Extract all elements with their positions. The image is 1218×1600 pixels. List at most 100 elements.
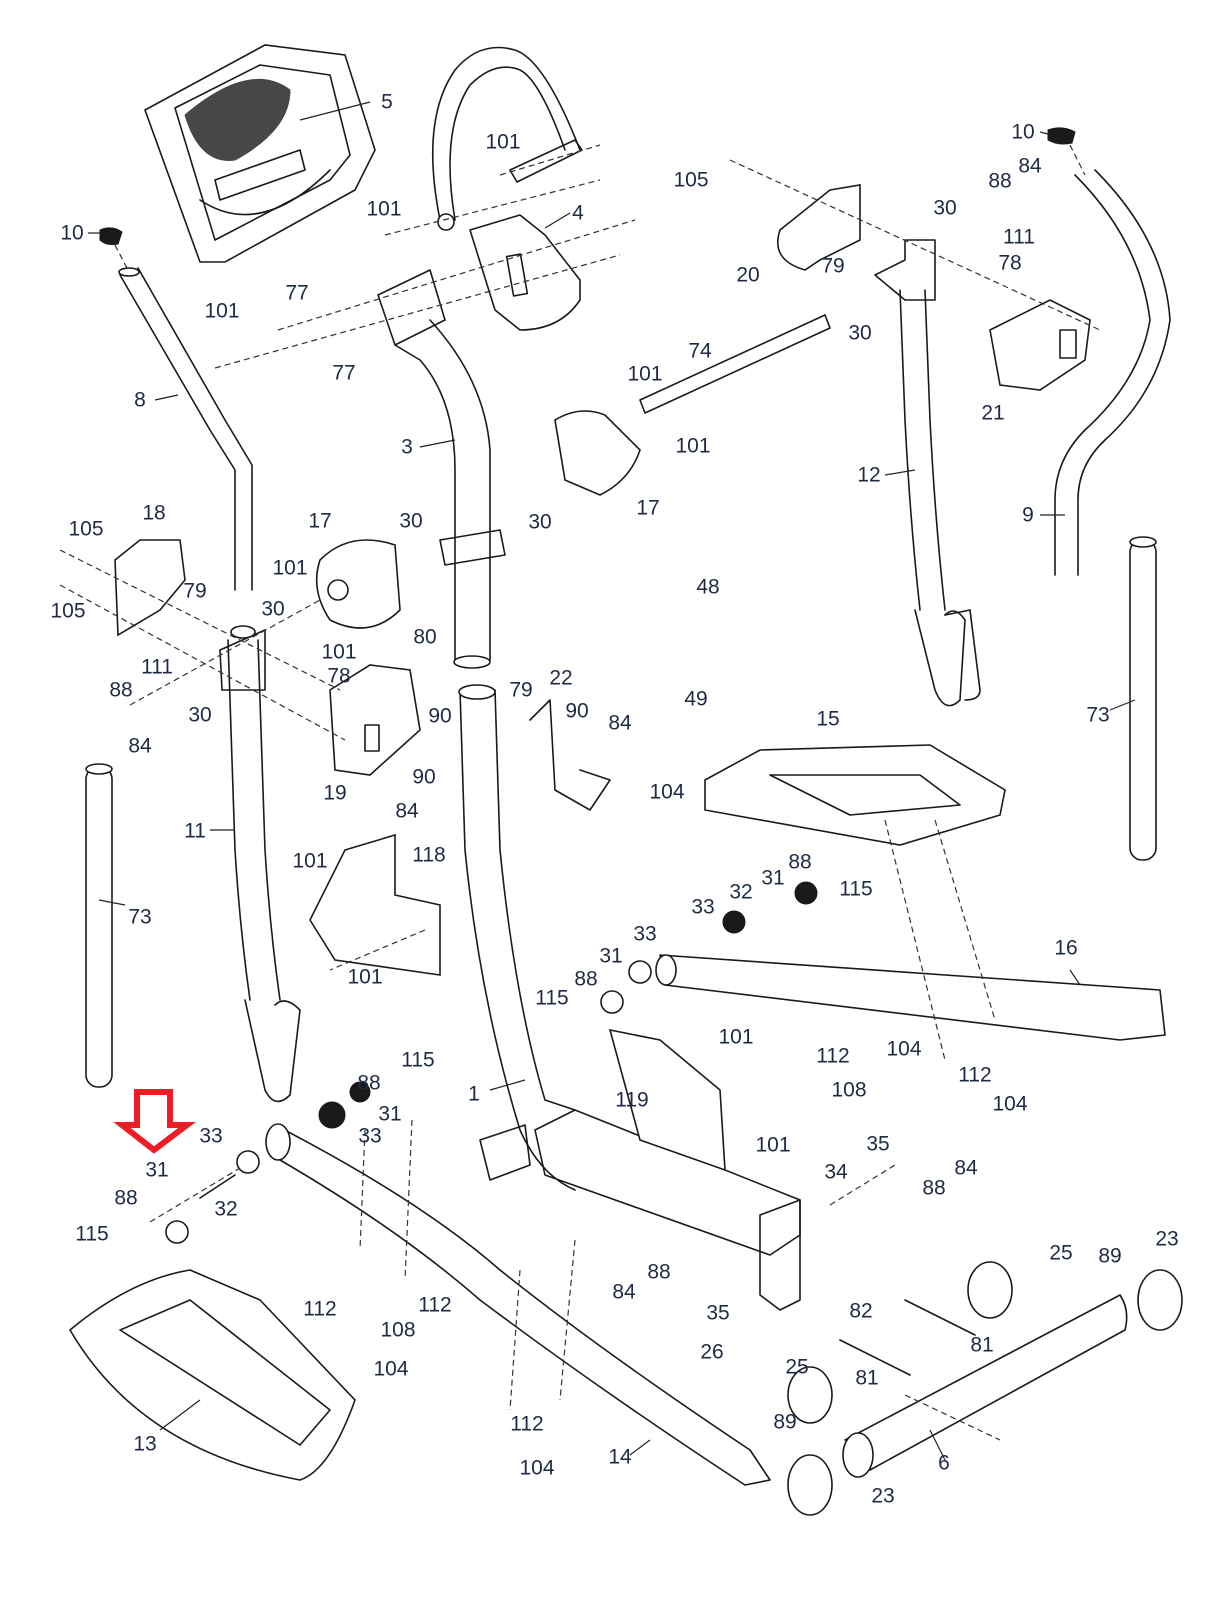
callout-33: 33 (199, 1124, 223, 1148)
callout-30: 30 (933, 196, 957, 220)
callout-115: 115 (535, 986, 569, 1010)
callout-105: 105 (68, 517, 104, 541)
callout-108: 108 (831, 1078, 867, 1102)
wheel-25-lower (787, 1366, 833, 1424)
callout-15: 15 (816, 707, 840, 731)
callout-33: 33 (633, 922, 657, 946)
callout-3: 3 (401, 435, 413, 459)
arm-12 (874, 239, 981, 707)
callout-22: 22 (549, 666, 573, 690)
callout-84: 84 (1018, 154, 1042, 178)
callout-30: 30 (399, 509, 423, 533)
console-part-5 (144, 44, 376, 263)
arm-11 (219, 625, 301, 1103)
shroud-20 (777, 184, 861, 271)
callout-33: 33 (358, 1124, 382, 1148)
arm-9 (1047, 127, 1171, 576)
callout-105: 105 (50, 599, 86, 623)
callout-104: 104 (519, 1456, 555, 1480)
callout-88: 88 (647, 1260, 671, 1284)
callout-101: 101 (675, 434, 711, 458)
callout-14: 14 (608, 1445, 632, 1469)
shroud-21 (989, 299, 1091, 391)
callout-90: 90 (412, 765, 436, 789)
pedal-arm-16 (655, 954, 1166, 1041)
callout-104: 104 (886, 1037, 922, 1061)
bottle-holder-22 (529, 699, 611, 811)
callout-32: 32 (729, 880, 753, 904)
callout-9: 9 (1022, 503, 1034, 527)
callout-89: 89 (773, 1410, 797, 1434)
callout-101: 101 (366, 197, 402, 221)
endcap-23-left (787, 1454, 833, 1516)
assembly-lines (59, 144, 1101, 1441)
callout-25: 25 (1049, 1241, 1073, 1265)
bolt-82-b (904, 1299, 976, 1336)
arm-8 (99, 227, 253, 591)
callout-77: 77 (285, 281, 309, 305)
callout-112: 112 (958, 1063, 992, 1087)
stabilizer-73-left (85, 763, 113, 1088)
stabilizer-73-right (1129, 536, 1157, 861)
callout-5: 5 (381, 90, 393, 114)
callout-8: 8 (134, 388, 146, 412)
callout-30: 30 (848, 321, 872, 345)
callout-79: 79 (509, 678, 533, 702)
shroud-18 (114, 539, 186, 637)
upper-handle-4 (431, 46, 583, 331)
callout-20: 20 (736, 263, 760, 287)
callout-84: 84 (608, 711, 632, 735)
callout-34: 34 (824, 1160, 848, 1184)
callout-30: 30 (528, 510, 552, 534)
callout-80: 80 (413, 625, 437, 649)
callout-49: 49 (684, 687, 708, 711)
shroud-19 (329, 664, 421, 776)
callout-79: 79 (821, 254, 845, 278)
callout-90: 90 (428, 704, 452, 728)
shroud-17-right (554, 410, 641, 496)
bolt-82-a (839, 1339, 911, 1376)
callout-31-highlighted: 31 (145, 1158, 169, 1182)
callout-101: 101 (204, 299, 240, 323)
callout-25: 25 (785, 1355, 809, 1379)
callout-81: 81 (970, 1333, 994, 1357)
callout-101: 101 (347, 965, 383, 989)
callout-17: 17 (636, 496, 660, 520)
callout-79: 79 (183, 579, 207, 603)
callout-4: 4 (572, 201, 584, 225)
callout-21: 21 (981, 401, 1005, 425)
callout-30: 30 (188, 703, 212, 727)
callout-101: 101 (718, 1025, 754, 1049)
callout-112: 112 (510, 1412, 544, 1436)
callout-23: 23 (1155, 1227, 1179, 1251)
callout-118: 118 (412, 843, 446, 867)
callout-115: 115 (75, 1222, 109, 1246)
highlight-arrow-icon (113, 1089, 196, 1154)
callout-84: 84 (395, 799, 419, 823)
upright-post-3 (377, 269, 506, 669)
callout-73: 73 (128, 905, 152, 929)
callout-10: 10 (60, 221, 84, 245)
callout-101: 101 (321, 640, 357, 664)
callout-115: 115 (839, 877, 873, 901)
callout-111: 111 (1003, 225, 1035, 249)
callout-18: 18 (142, 501, 166, 525)
callout-78: 78 (327, 664, 351, 688)
callout-112: 112 (303, 1297, 337, 1321)
main-frame-1 (458, 684, 801, 1311)
callout-35: 35 (866, 1132, 890, 1156)
callout-90: 90 (565, 699, 589, 723)
callout-19: 19 (323, 781, 347, 805)
pedal-arm-14 (265, 1123, 771, 1486)
rollers (165, 881, 818, 1244)
callout-101: 101 (627, 362, 663, 386)
callout-105: 105 (673, 168, 709, 192)
callout-84: 84 (954, 1156, 978, 1180)
callout-101: 101 (755, 1133, 791, 1157)
callout-88: 88 (114, 1186, 138, 1210)
base-6 (787, 1261, 1183, 1516)
callout-111: 111 (141, 655, 173, 679)
callout-23: 23 (871, 1484, 895, 1508)
callout-26: 26 (700, 1340, 724, 1364)
callout-101: 101 (485, 130, 521, 154)
